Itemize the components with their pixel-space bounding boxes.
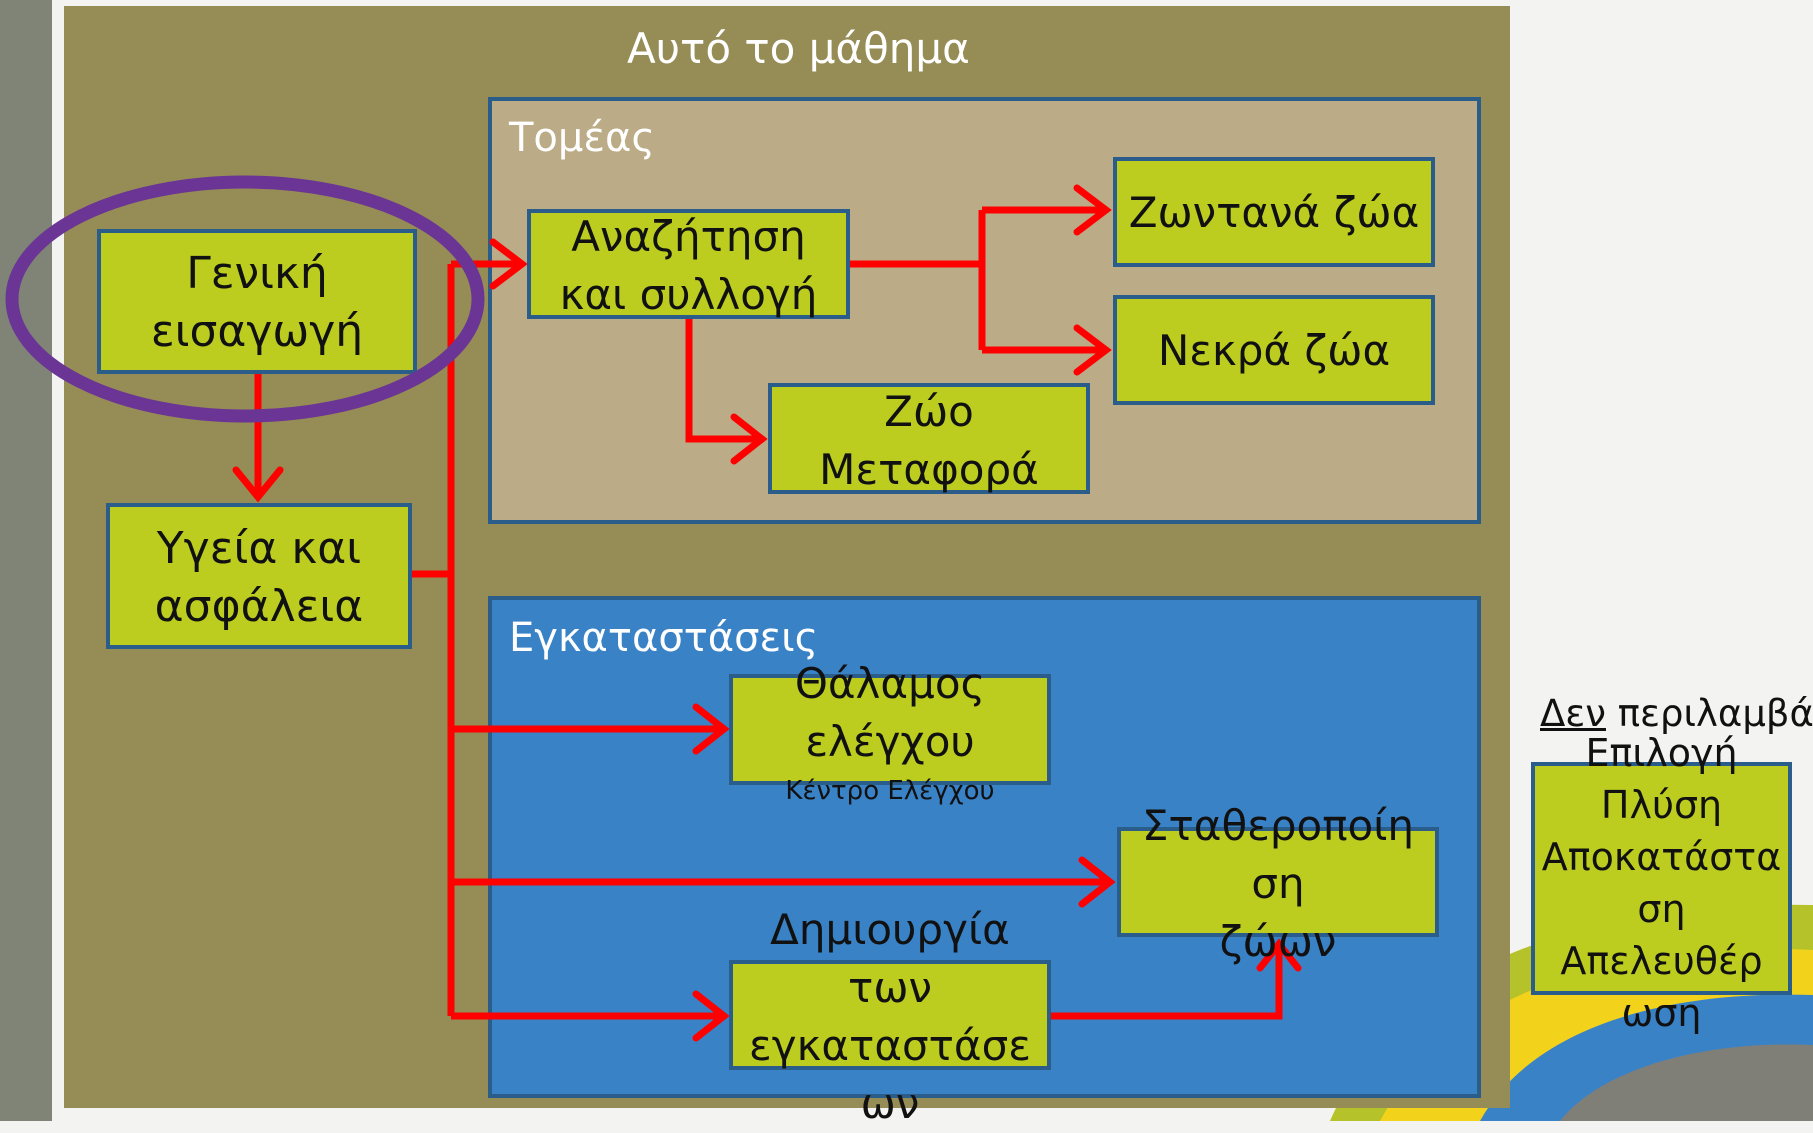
not-included-heading: Δεν περιλαμβάν bbox=[1540, 695, 1813, 732]
dead-animals-box[interactable] bbox=[1113, 295, 1435, 405]
live-animals-label: Ζωντανά ζώα bbox=[1128, 188, 1420, 237]
intro-box[interactable] bbox=[97, 229, 417, 374]
arrowheads bbox=[232, 184, 1302, 1042]
stabilization-label: Σταθεροποίη ση ζώων bbox=[1141, 801, 1415, 966]
slide-title: Αυτό το μάθημα bbox=[627, 24, 970, 73]
search-box[interactable] bbox=[527, 209, 850, 319]
control-center-label: Κέντρο Ελέγχου bbox=[785, 776, 995, 806]
options-label: Επιλογή Πλύση Αποκατάστα ση Απελευθέρ ωσ… bbox=[1541, 731, 1782, 1035]
connectors bbox=[254, 206, 1283, 1020]
not-included-underlined: Δεν bbox=[1540, 692, 1606, 735]
not-included-rest: περιλαμβάν bbox=[1605, 692, 1813, 735]
sector-title: Τομέας bbox=[509, 115, 655, 161]
health-box[interactable] bbox=[106, 503, 412, 649]
stabilization-box[interactable] bbox=[1117, 827, 1439, 937]
transport-box[interactable] bbox=[768, 383, 1090, 494]
health-label: Υγεία και ασφάλεια bbox=[154, 523, 364, 632]
facilities-title: Εγκαταστάσεις bbox=[509, 615, 819, 661]
control-room-box[interactable] bbox=[729, 674, 1051, 785]
intro-label: Γενική εισαγωγή bbox=[150, 248, 364, 357]
creation-label: Δημιουργία των εγκαταστάσε ων bbox=[749, 905, 1031, 1128]
live-animals-box[interactable] bbox=[1113, 157, 1435, 267]
search-label: Αναζήτηση και συλλογή bbox=[559, 212, 818, 319]
control-room-label: Θάλαμος ελέγχου bbox=[794, 659, 986, 766]
left-strip bbox=[0, 0, 52, 1121]
creation-box[interactable] bbox=[729, 960, 1051, 1070]
transport-label: Ζώο Μεταφορά bbox=[819, 387, 1039, 494]
dead-animals-label: Νεκρά ζώα bbox=[1157, 326, 1391, 375]
options-box[interactable] bbox=[1531, 762, 1792, 995]
